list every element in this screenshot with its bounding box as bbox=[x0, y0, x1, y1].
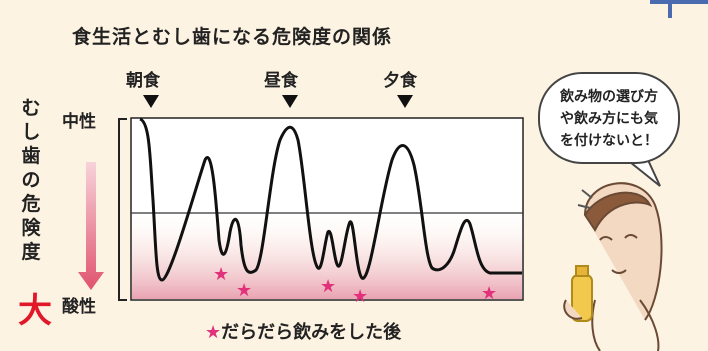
star-icon: ★ bbox=[352, 286, 368, 307]
speech-line-3: を付けないと！ bbox=[560, 133, 658, 149]
risk-axis-char: の bbox=[21, 169, 41, 191]
meal-marker-lunch-icon bbox=[282, 95, 298, 108]
acidic-label: 酸性 bbox=[62, 297, 96, 317]
star-icon: ★ bbox=[481, 283, 497, 304]
star-icon: ★ bbox=[320, 276, 336, 297]
page-title: 食生活とむし歯になる危険度の関係 bbox=[72, 26, 393, 48]
y-axis-bracket bbox=[118, 118, 127, 301]
caption-text: だらだら飲みをした後 bbox=[221, 322, 402, 343]
risk-axis-char: 歯 bbox=[21, 145, 41, 167]
risk-arrow-icon bbox=[78, 162, 104, 290]
risk-large-label: 大 bbox=[18, 291, 52, 331]
sip-stars: ★ ★ ★ ★ ★ bbox=[213, 264, 497, 307]
risk-axis-char: 危 bbox=[21, 193, 41, 215]
corner-accent bbox=[650, 0, 708, 4]
meal-marker-dinner-icon bbox=[397, 95, 413, 108]
risk-axis-char: し bbox=[21, 121, 41, 143]
risk-axis-char: 険 bbox=[21, 217, 41, 239]
meal-label-dinner: 夕食 bbox=[383, 71, 417, 91]
star-icon: ★ bbox=[205, 322, 222, 343]
risk-axis-char: む bbox=[21, 97, 41, 119]
speech-line-2: や飲み方にも気 bbox=[560, 111, 658, 127]
risk-axis-char: 度 bbox=[21, 241, 41, 263]
acid-zone bbox=[132, 213, 522, 299]
star-icon: ★ bbox=[213, 264, 229, 285]
star-icon: ★ bbox=[236, 280, 252, 301]
meal-label-lunch: 昼食 bbox=[264, 71, 298, 91]
meal-marker-breakfast-icon bbox=[143, 95, 159, 108]
meal-label-breakfast: 朝食 bbox=[126, 71, 160, 91]
speech-line-1: 飲み物の選び方 bbox=[560, 89, 658, 105]
risk-axis-label: むし歯の危険度 bbox=[18, 96, 44, 264]
person-holding-drink-icon bbox=[563, 182, 663, 351]
caption: ★だらだら飲みをした後 bbox=[205, 318, 401, 344]
corner-accent-stem bbox=[668, 4, 672, 18]
neutral-label: 中性 bbox=[62, 112, 96, 132]
ph-curve bbox=[139, 117, 522, 282]
speech-bubble: 飲み物の選び方 や飲み方にも気 を付けないと！ bbox=[538, 72, 680, 164]
